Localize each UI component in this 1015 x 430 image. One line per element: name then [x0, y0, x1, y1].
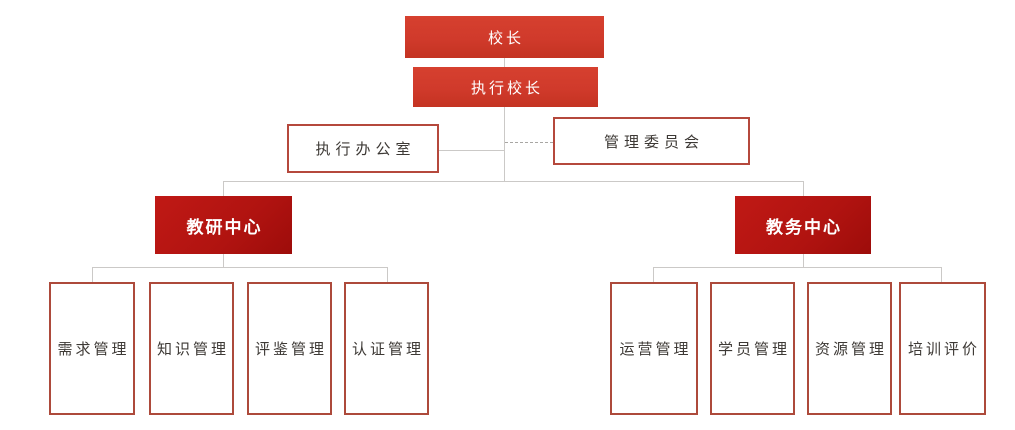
node-executive-principal: 执行校长 [413, 67, 598, 107]
connector-main-horizontal [223, 181, 804, 182]
connector-academic-sub-horizontal [653, 267, 942, 268]
dept-training-evaluation: 培训评价 [899, 282, 986, 415]
connector-research-sub-horizontal [92, 267, 387, 268]
node-principal: 校长 [405, 16, 604, 58]
dept-certification-management: 认证管理 [344, 282, 429, 415]
dept-operations-management: 运营管理 [610, 282, 698, 415]
dept-evaluation-management: 评鉴管理 [247, 282, 332, 415]
connector-exec-office [439, 150, 505, 151]
connector-research-down-stub [223, 254, 224, 267]
dept-resource-management: 资源管理 [807, 282, 892, 415]
node-academic-center: 教务中心 [735, 196, 871, 254]
dept-demand-management: 需求管理 [49, 282, 135, 415]
connector-operations-stub [653, 267, 654, 282]
connector-academic-top-stub [803, 181, 804, 196]
node-executive-office: 执行办公室 [287, 124, 439, 173]
connector-mgmt-committee-dashed [505, 142, 553, 143]
connector-training-stub [941, 267, 942, 282]
connector-certification-stub [387, 267, 388, 282]
node-research-center: 教研中心 [155, 196, 292, 254]
connector-research-top-stub [223, 181, 224, 196]
dept-student-management: 学员管理 [710, 282, 795, 415]
node-management-committee: 管理委员会 [553, 117, 750, 165]
connector-principal-to-executive [504, 58, 505, 67]
connector-academic-down-stub [803, 254, 804, 267]
connector-executive-down [504, 107, 505, 181]
connector-demand-stub [92, 267, 93, 282]
dept-knowledge-management: 知识管理 [149, 282, 234, 415]
